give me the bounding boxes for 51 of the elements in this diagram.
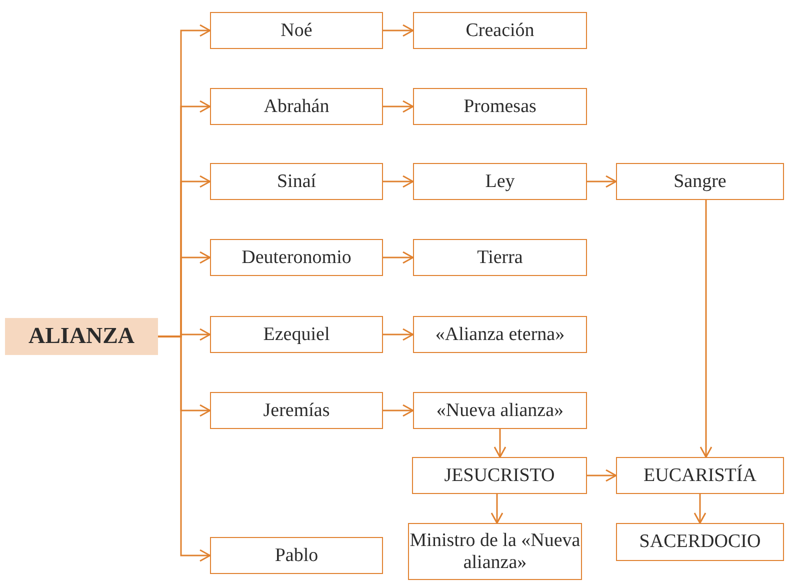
arrow xyxy=(383,404,414,417)
node-label: Noé xyxy=(280,20,312,42)
concept-box xyxy=(210,392,383,429)
node-label: Pablo xyxy=(274,544,318,566)
node-label: Abrahán xyxy=(264,96,330,118)
node-label: JESUCRISTO xyxy=(444,464,555,486)
concept-box xyxy=(210,12,383,49)
node-label: Promesas xyxy=(464,96,536,118)
arrow xyxy=(587,469,617,482)
arrow xyxy=(383,328,414,341)
concept-box xyxy=(616,457,784,494)
concept-box xyxy=(412,457,587,494)
node-label: «Alianza eterna» xyxy=(435,324,565,346)
concept-box xyxy=(413,392,587,429)
node-label: Sangre xyxy=(674,170,726,192)
arrow xyxy=(694,494,706,524)
node-label: Ezequiel xyxy=(263,324,330,346)
arrow xyxy=(158,336,211,562)
arrow xyxy=(383,100,414,113)
node-label: Ley xyxy=(485,170,515,192)
arrow xyxy=(700,200,712,458)
arrow xyxy=(383,24,414,37)
concept-box xyxy=(616,163,784,200)
node-label: SACERDOCIO xyxy=(639,531,761,553)
node-label: Ministro de la «Nueva alianza» xyxy=(409,530,581,574)
arrow xyxy=(587,175,617,188)
concept-box xyxy=(616,523,784,561)
node-label: «Nueva alianza» xyxy=(436,400,564,422)
concept-box xyxy=(413,316,587,353)
concept-box xyxy=(413,12,587,49)
node-label: Tierra xyxy=(477,246,523,268)
concept-box xyxy=(413,163,587,200)
arrow xyxy=(490,494,504,524)
title-box xyxy=(5,318,158,355)
concept-box xyxy=(210,239,383,276)
node-label: ALIANZA xyxy=(28,323,135,350)
concept-box xyxy=(210,163,383,200)
concept-box xyxy=(413,239,587,276)
node-label: Creación xyxy=(466,20,534,42)
node-label: Deuteronomio xyxy=(242,246,352,268)
concept-box xyxy=(413,88,587,125)
node-label: EUCARISTÍA xyxy=(644,464,756,486)
concept-box xyxy=(408,523,582,580)
concept-box xyxy=(210,88,383,125)
arrow xyxy=(494,429,506,458)
arrow xyxy=(383,251,414,264)
arrow xyxy=(383,175,414,188)
node-label: Sinaí xyxy=(276,170,316,192)
node-label: Jeremías xyxy=(263,400,330,422)
concept-box xyxy=(210,537,383,574)
concept-box xyxy=(210,316,383,353)
